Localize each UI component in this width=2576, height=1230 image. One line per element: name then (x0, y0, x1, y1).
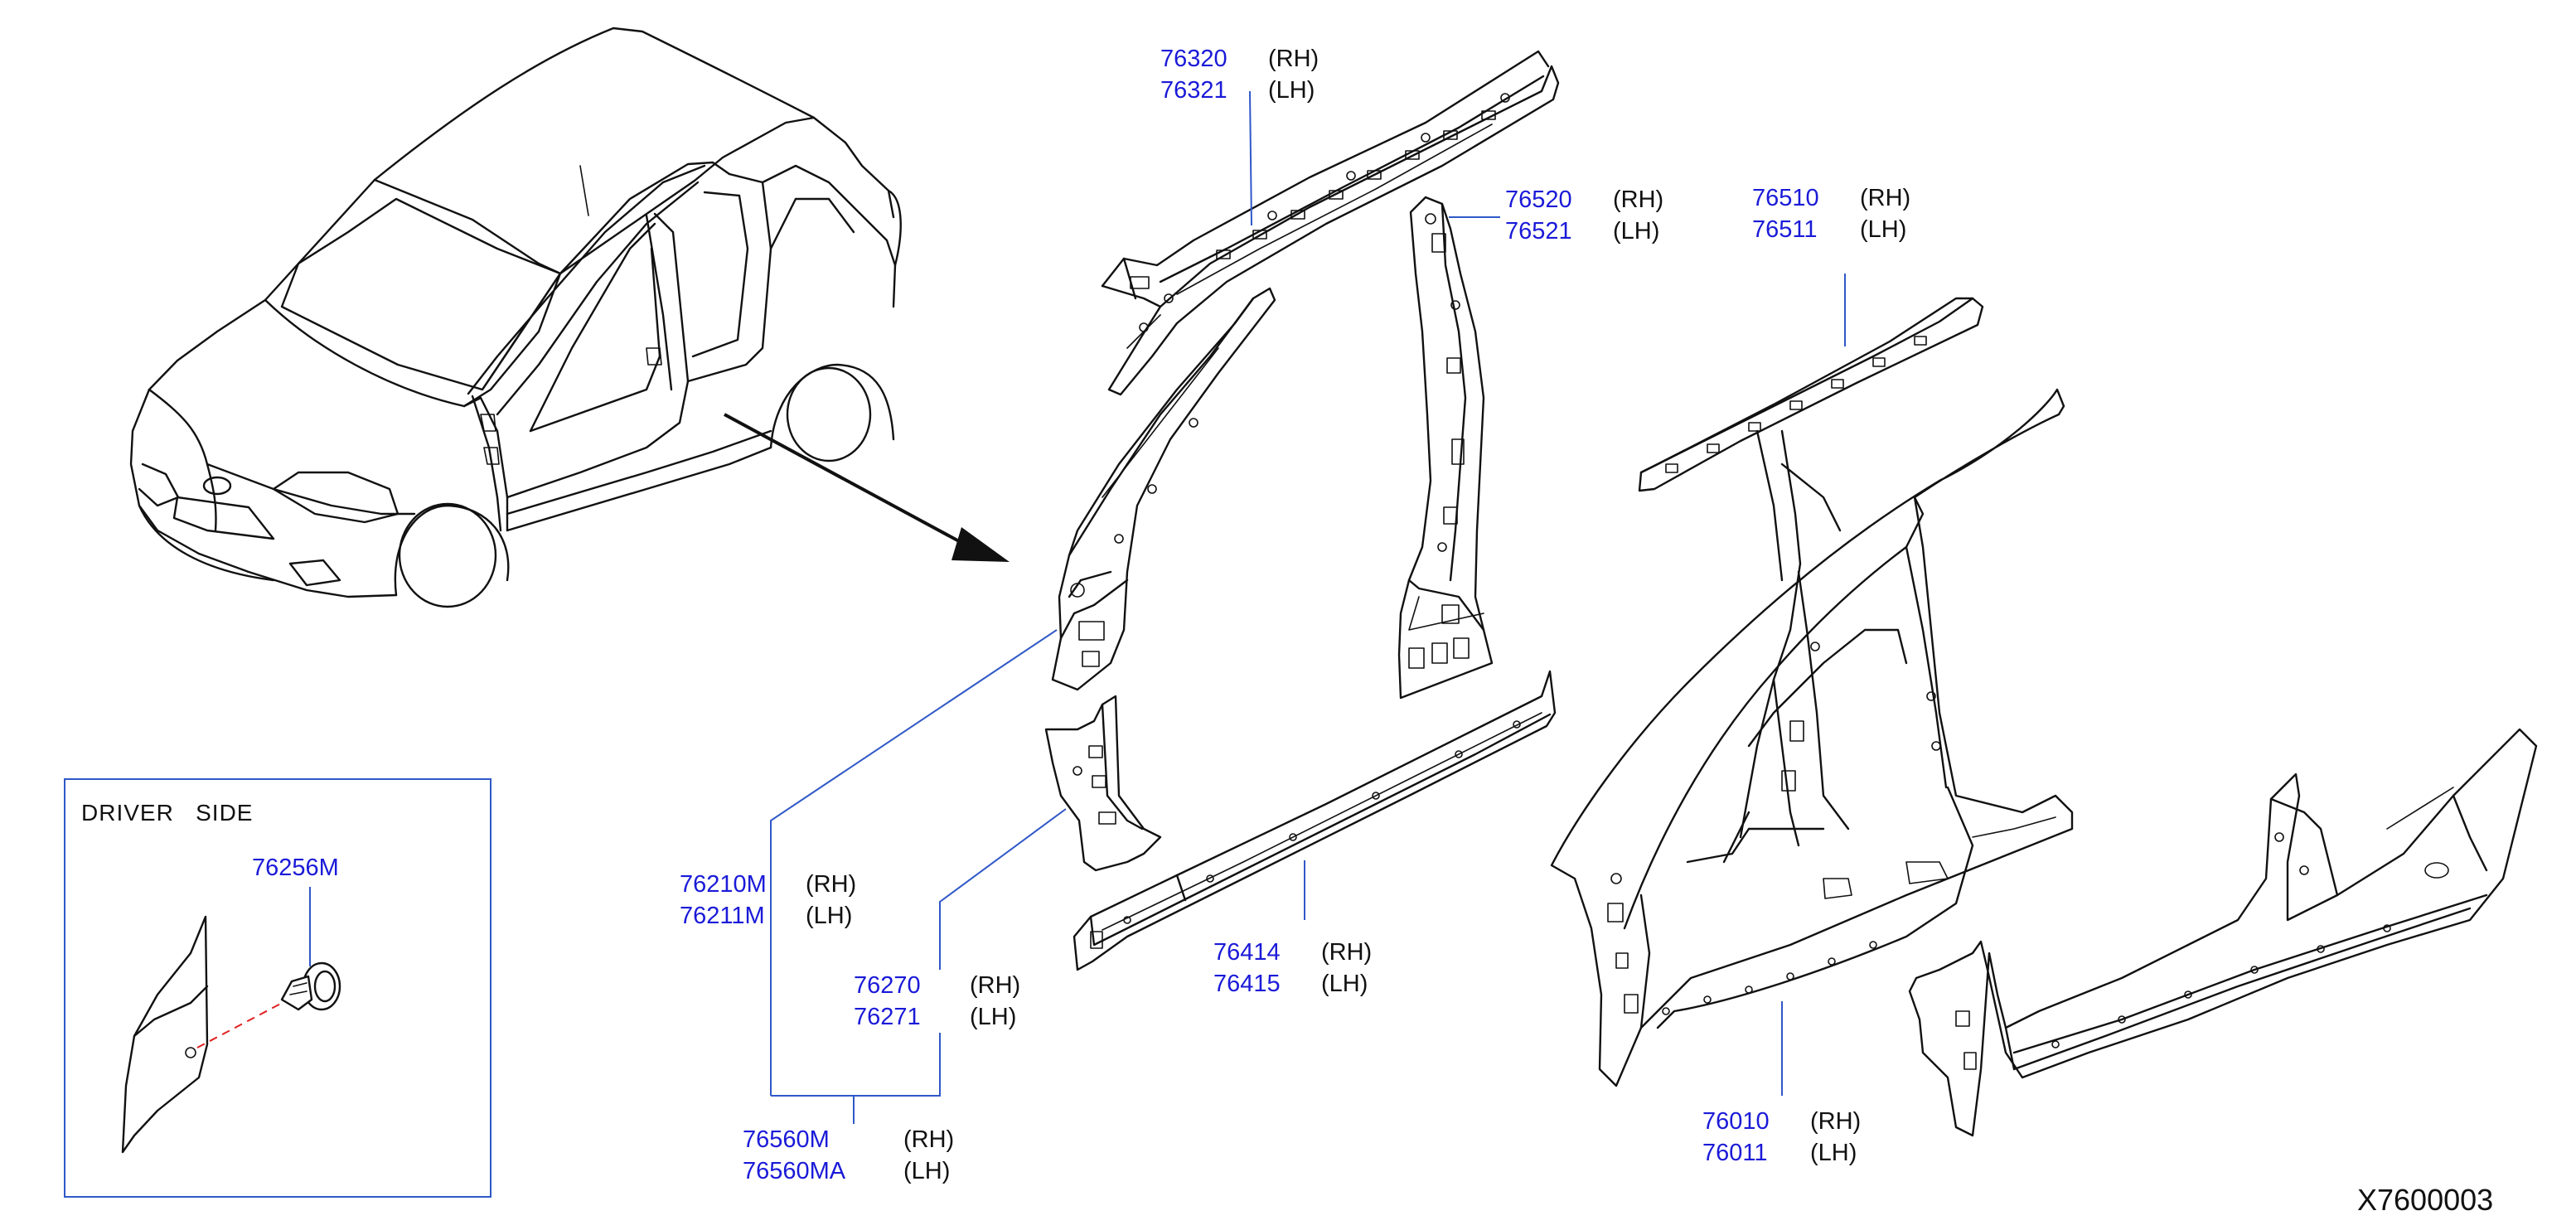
clip-fastener (280, 961, 341, 1011)
part-number-76271[interactable]: 76271 (854, 1004, 921, 1030)
part-front-pillar-brace (1044, 695, 1162, 872)
part-number-76415[interactable]: 76415 (1213, 971, 1281, 997)
vehicle-overview-drawing (129, 27, 902, 608)
part-number-76520[interactable]: 76520 (1505, 186, 1572, 213)
side-label-rh: (RH) (806, 871, 857, 898)
part-number-76256M[interactable]: 76256M (252, 855, 339, 881)
part-center-pillar-inner (1397, 196, 1494, 700)
side-label-rh: (RH) (1810, 1108, 1862, 1135)
side-label-lh: (LH) (970, 1004, 1017, 1030)
side-label-lh: (LH) (903, 1158, 951, 1184)
inset-title: DRIVER SIDE (81, 800, 254, 826)
side-label-lh: (LH) (1613, 218, 1660, 245)
part-roof-rail-inner (1638, 297, 1984, 492)
side-label-lh: (LH) (806, 903, 853, 929)
side-label-rh: (RH) (1321, 939, 1373, 966)
part-number-76510[interactable]: 76510 (1752, 185, 1819, 211)
side-label-lh: (LH) (1860, 216, 1907, 243)
side-label-rh: (RH) (1860, 185, 1911, 211)
part-number-76560MA[interactable]: 76560MA (743, 1158, 846, 1184)
side-label-rh: (RH) (1268, 46, 1319, 72)
part-number-76521[interactable]: 76521 (1505, 218, 1572, 245)
part-number-76010[interactable]: 76010 (1702, 1108, 1770, 1135)
part-sill-outer-extension (1908, 728, 2538, 1137)
side-label-rh: (RH) (1613, 186, 1664, 213)
callout-leader-lines (309, 90, 1846, 1124)
part-sill-reinforcement (1073, 670, 1557, 971)
part-number-76011[interactable]: 76011 (1702, 1140, 1768, 1166)
part-number-76511[interactable]: 76511 (1752, 216, 1818, 243)
part-number-76210M[interactable]: 76210M (680, 871, 767, 898)
direction-arrow (724, 413, 1010, 562)
side-label-rh: (RH) (970, 972, 1021, 999)
part-front-pillar-reinforcement (1051, 287, 1276, 691)
inset-box (64, 778, 491, 1198)
part-number-76320[interactable]: 76320 (1160, 46, 1227, 72)
part-body-side-outer (1550, 388, 2074, 1087)
part-number-76414[interactable]: 76414 (1213, 939, 1281, 966)
side-label-lh: (LH) (1268, 77, 1315, 104)
diagram-code: X7600003 (2357, 1183, 2494, 1217)
part-number-76270[interactable]: 76270 (854, 972, 921, 999)
side-label-rh: (RH) (903, 1126, 955, 1153)
part-roof-rail-outer (1101, 50, 1560, 396)
side-label-lh: (LH) (1810, 1140, 1857, 1166)
part-number-76211M[interactable]: 76211M (680, 903, 765, 929)
side-label-lh: (LH) (1321, 971, 1368, 997)
part-number-76560M[interactable]: 76560M (743, 1126, 830, 1153)
part-number-76321[interactable]: 76321 (1160, 77, 1227, 104)
